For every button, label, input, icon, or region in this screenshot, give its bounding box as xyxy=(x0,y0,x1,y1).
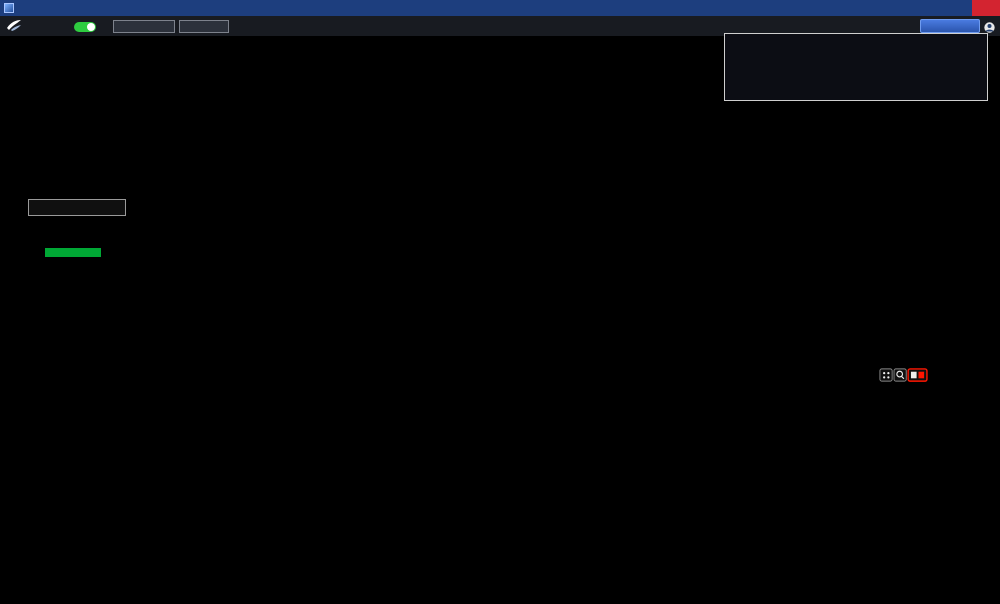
interlocking-computer-button[interactable] xyxy=(28,199,126,216)
maximize-button[interactable] xyxy=(948,0,972,16)
occupancy-filter-icon xyxy=(910,371,917,379)
magnifier-icon xyxy=(896,370,904,378)
alarms-button[interactable] xyxy=(179,20,229,33)
occupancy-filter-icon xyxy=(918,371,925,379)
close-button[interactable] xyxy=(972,0,1000,16)
display-mode-icon xyxy=(883,372,886,375)
app-icon xyxy=(4,3,14,13)
track-schematic[interactable] xyxy=(0,36,1000,604)
display-mode-icon xyxy=(883,376,886,379)
user-avatar-icon[interactable] xyxy=(984,20,995,38)
simkol-logo-icon xyxy=(7,20,21,31)
main-canvas xyxy=(0,36,1000,604)
view-controls xyxy=(879,368,928,382)
display-mode-icon xyxy=(887,372,890,375)
simulation-toggle[interactable] xyxy=(74,22,96,32)
toggle-knob xyxy=(87,23,95,31)
display-mode-icon xyxy=(887,376,890,379)
magnifier-icon xyxy=(901,376,905,380)
display-mode-icon[interactable] xyxy=(879,368,893,382)
instructor-button[interactable] xyxy=(920,19,980,33)
events-button[interactable] xyxy=(113,20,175,33)
title-bar xyxy=(0,0,1000,16)
command-panel xyxy=(724,33,988,101)
toolbar xyxy=(0,16,1000,36)
app-logo xyxy=(6,18,26,32)
minimize-button[interactable] xyxy=(924,0,948,16)
simulation-speed xyxy=(45,248,101,257)
